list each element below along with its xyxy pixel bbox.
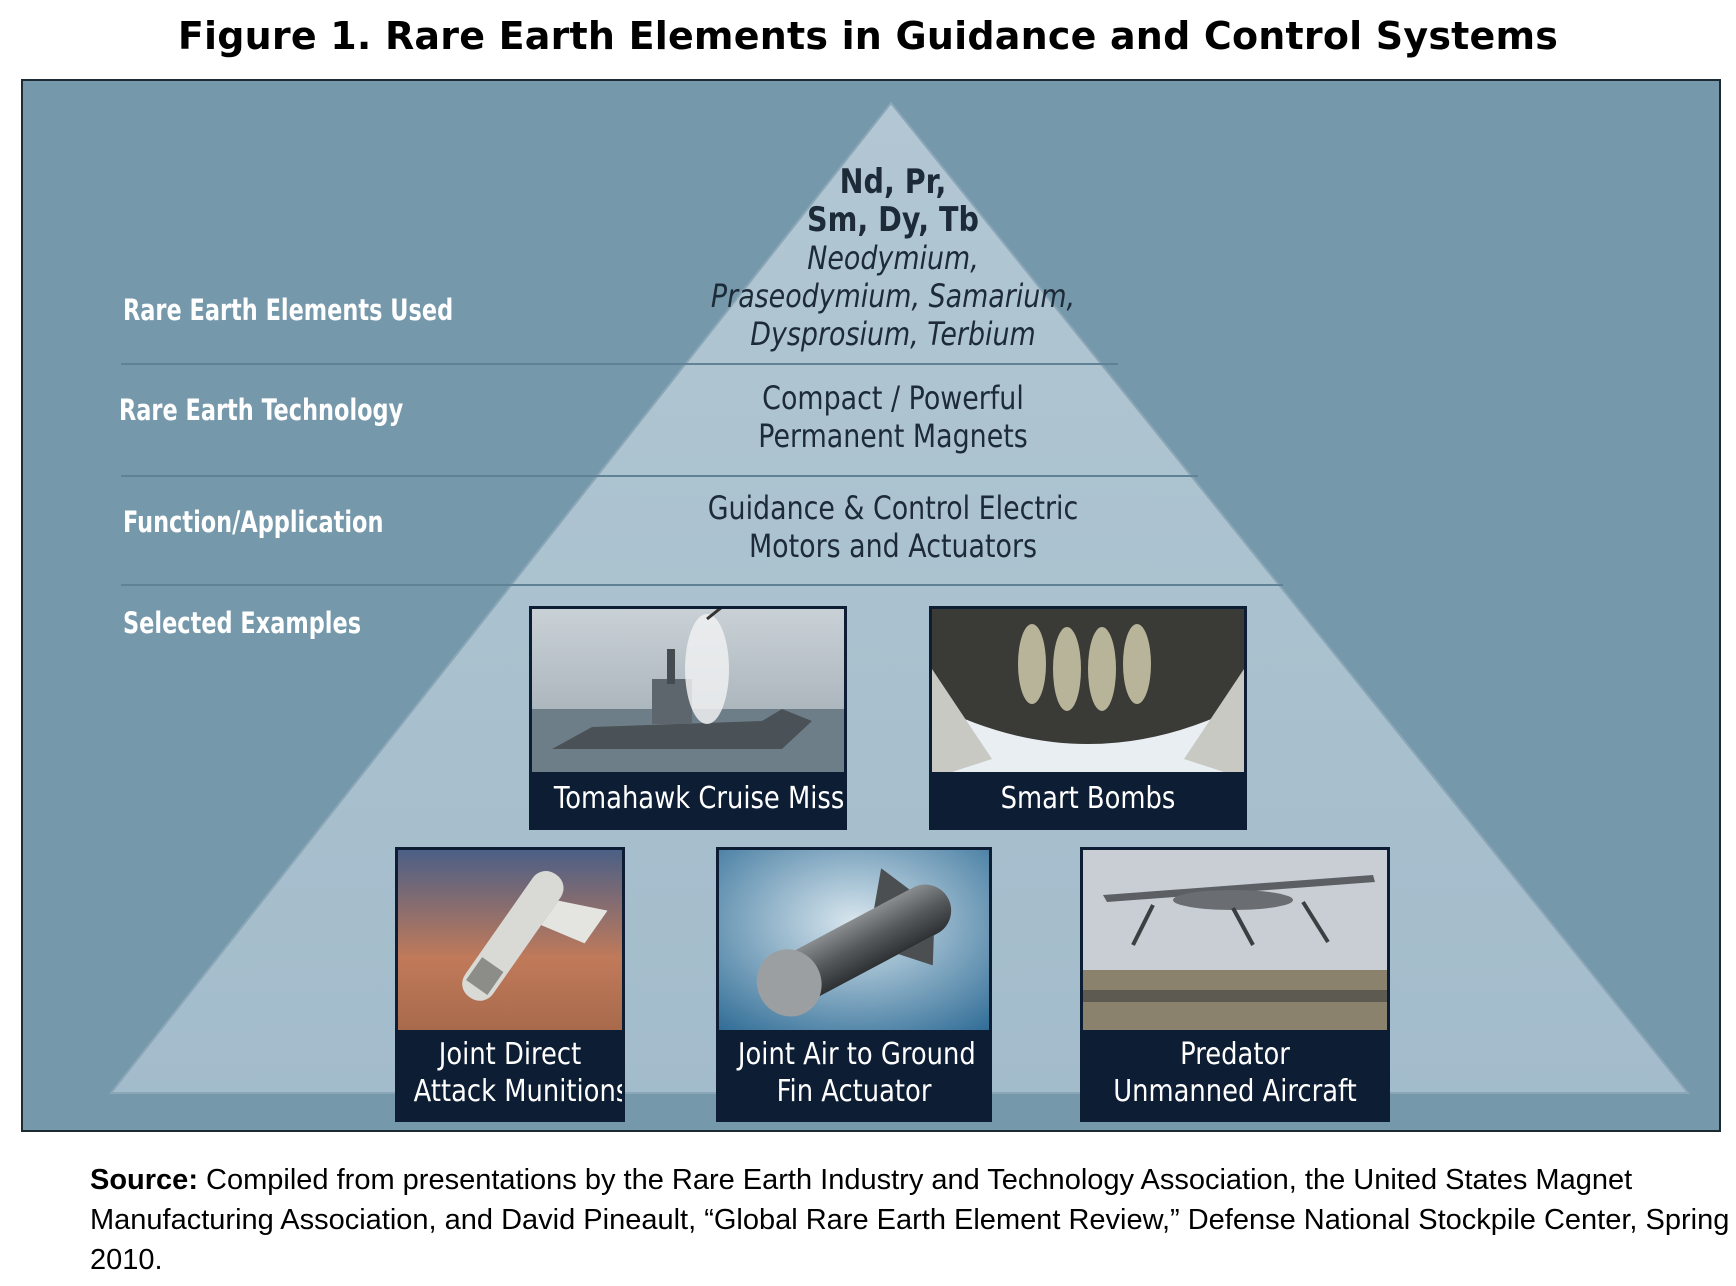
apex-names-1: Neodymium, — [807, 239, 979, 277]
jdam-image — [398, 850, 622, 1030]
apex-symbols-1: Nd, Pr, — [839, 162, 947, 202]
bomb-bay-image — [932, 609, 1244, 772]
example-tomahawk: Tomahawk Cruise Missile — [529, 606, 847, 830]
figure-title: Figure 1. Rare Earth Elements in Guidanc… — [177, 14, 1559, 58]
predator-drone-image — [1083, 850, 1387, 1030]
caption-line: Smart Bombs — [1000, 780, 1176, 816]
apex-symbols-2: Sm, Dy, Tb — [807, 200, 979, 240]
technology-line-2: Permanent Magnets — [758, 417, 1028, 455]
example-jagm: Joint Air to Ground Fin Actuator — [716, 847, 992, 1122]
caption-line-2: Unmanned Aircraft — [1113, 1074, 1357, 1109]
function-text: Guidance & Control Electric Motors and A… — [599, 489, 1187, 565]
level-label-technology: Rare Earth Technology — [119, 393, 404, 427]
example-caption: Joint Air to Ground Fin Actuator — [737, 1027, 976, 1119]
example-caption: Tomahawk Cruise Missile — [553, 769, 847, 827]
function-line-2: Motors and Actuators — [748, 527, 1038, 565]
caption-line-2: Fin Actuator — [776, 1074, 932, 1109]
example-predator: Predator Unmanned Aircraft — [1080, 847, 1390, 1122]
apex-names-3: Dysprosium, Terbium — [750, 315, 1036, 353]
caption-line-1: Joint Direct — [438, 1037, 582, 1072]
level-label-elements: Rare Earth Elements Used — [123, 293, 454, 327]
ship-missile-image — [532, 609, 844, 772]
caption-line-2: Attack Munitions — [413, 1074, 625, 1109]
source-label: Source: — [90, 1164, 198, 1196]
technology-line-1: Compact / Powerful — [762, 379, 1024, 417]
diagram-panel: Rare Earth Elements Used Rare Earth Tech… — [21, 79, 1721, 1132]
fin-actuator-image — [719, 850, 989, 1030]
example-caption: Joint Direct Attack Munitions — [413, 1027, 625, 1119]
example-caption: Predator Unmanned Aircraft — [1104, 1027, 1365, 1119]
example-caption: Smart Bombs — [954, 769, 1222, 827]
example-smart-bombs: Smart Bombs — [929, 606, 1247, 830]
pyramid-graphic — [108, 101, 1691, 1094]
caption-line-1: Predator — [1180, 1037, 1290, 1072]
source-note: Source: Compiled from presentations by t… — [90, 1160, 1730, 1280]
function-line-1: Guidance & Control Electric — [707, 489, 1079, 527]
apex-elements: Nd, Pr, Sm, Dy, Tb Neodymium, Praseodymi… — [683, 163, 1103, 353]
level-label-examples: Selected Examples — [123, 606, 362, 640]
technology-text: Compact / Powerful Permanent Magnets — [641, 379, 1145, 455]
level-label-function: Function/Application — [123, 505, 384, 539]
apex-names-2: Praseodymium, Samarium, — [710, 277, 1076, 315]
caption-line: Tomahawk Cruise Missile — [553, 780, 847, 816]
source-text: Compiled from presentations by the Rare … — [90, 1164, 1730, 1276]
caption-line-1: Joint Air to Ground — [737, 1037, 976, 1072]
example-jdam: Joint Direct Attack Munitions — [395, 847, 625, 1122]
